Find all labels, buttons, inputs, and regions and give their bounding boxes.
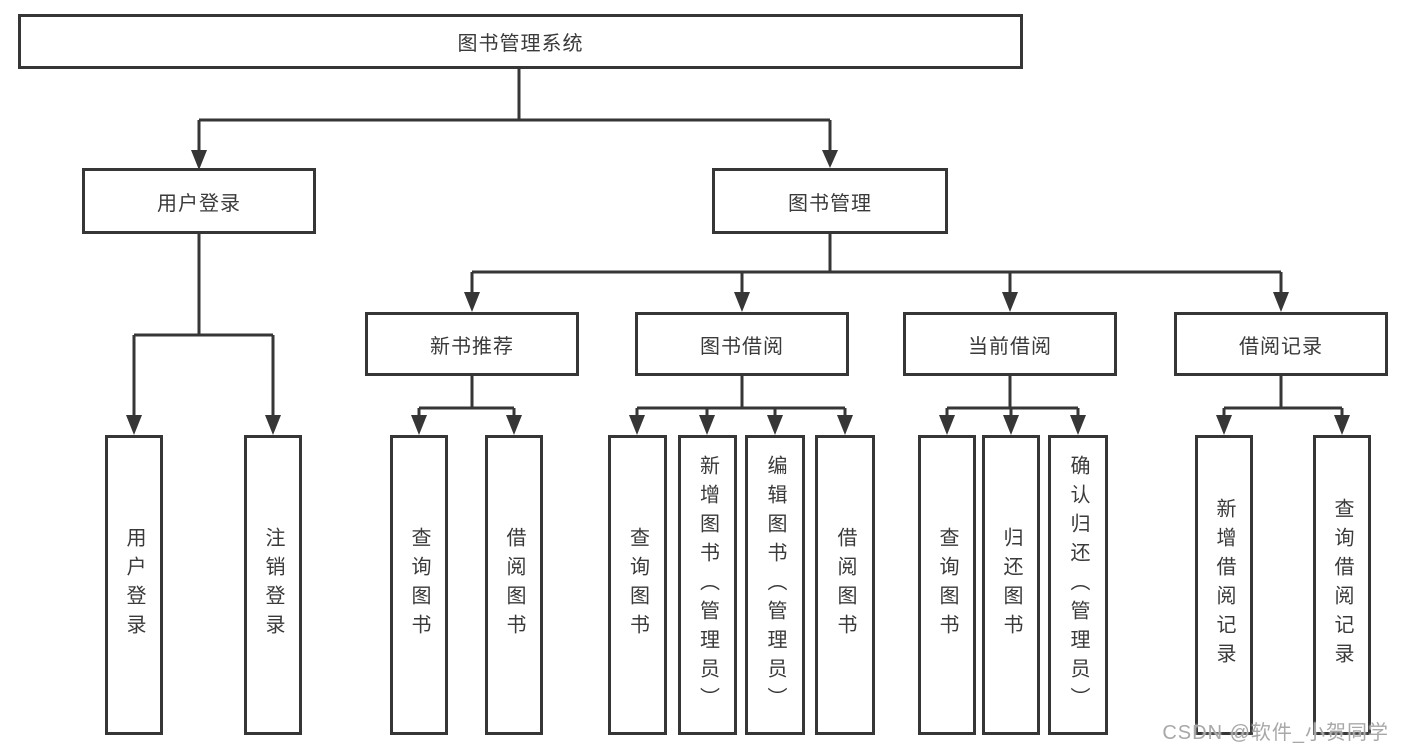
leaf-logout: 注销登录 [244,435,302,735]
node-new-book-recommendation: 新书推荐 [365,312,579,376]
csdn-watermark: CSDN @软件_小贺同学 [1162,722,1389,744]
leaf-nbr-query-books: 查询图书 [390,435,448,735]
node-book-borrowing: 图书借阅 [635,312,849,376]
leaf-cb-query-books: 查询图书 [918,435,976,735]
leaf-cb-confirm-return-admin: 确认归还（管理员） [1048,435,1108,735]
node-book-management-branch: 图书管理 [712,168,948,234]
leaf-br-query-record: 查询借阅记录 [1313,435,1371,735]
leaf-bb-edit-books-admin: 编辑图书（管理员） [745,435,805,735]
node-library-management-system: 图书管理系统 [18,14,1023,69]
leaf-user-login: 用户登录 [105,435,163,735]
leaf-cb-return-books: 归还图书 [982,435,1040,735]
leaf-bb-query-books: 查询图书 [608,435,667,735]
node-current-borrowing: 当前借阅 [903,312,1117,376]
node-user-login-branch: 用户登录 [82,168,316,234]
leaf-bb-add-books-admin: 新增图书（管理员） [678,435,737,735]
node-borrowing-records: 借阅记录 [1174,312,1388,376]
leaf-nbr-borrow-books: 借阅图书 [485,435,543,735]
leaf-bb-borrow-books: 借阅图书 [815,435,875,735]
leaf-br-add-record: 新增借阅记录 [1195,435,1253,735]
arrowheads [126,150,1350,435]
